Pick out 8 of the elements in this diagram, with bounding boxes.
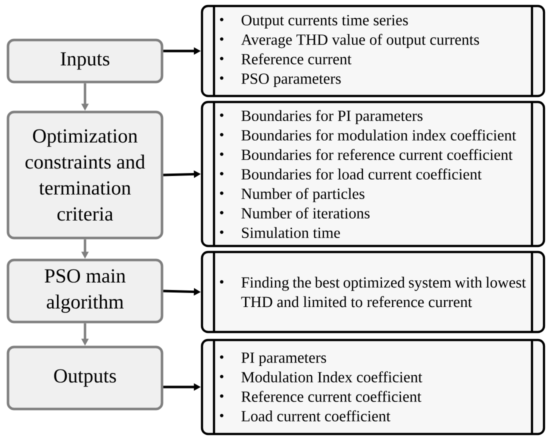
list-box: Finding the best optimized system with lowest THD and limited to reference current xyxy=(200,250,546,334)
process-box: PSO main algorithm xyxy=(6,258,164,324)
list-box: Output currents time series Average THD value of output currents Reference current PSO parameters xyxy=(200,4,546,98)
list-box: PI parameters Modulation Index coefficient Reference current coefficient Load current coefficient xyxy=(200,338,546,436)
process-box: Outputs xyxy=(6,346,164,410)
process-box: Optimization constraints and termination criteria xyxy=(6,110,164,240)
list-box: Boundaries for PI parameters Boundaries for modulation index coefficient Boundaries for reference current coefficient Boundaries for load current coefficient Number of particles Number of iterations Simulation time xyxy=(200,100,546,248)
process-box: Inputs xyxy=(6,38,164,84)
